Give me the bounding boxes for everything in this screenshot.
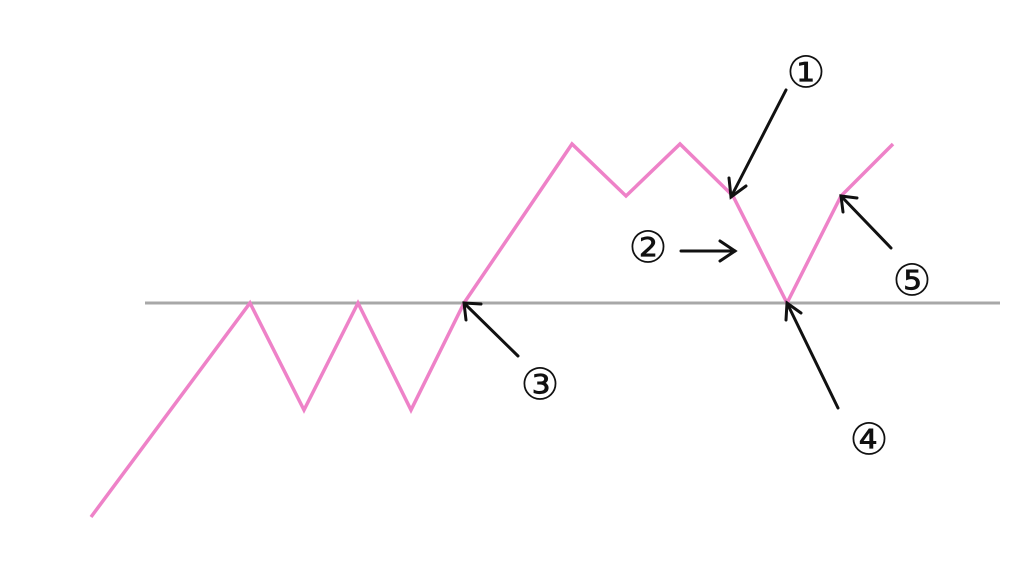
marker-label-1: ① [786,48,825,99]
arrow-5 [839,194,893,250]
marker-label-4: ④ [849,415,888,466]
arrow-2 [679,239,738,263]
marker-label-5: ⑤ [892,256,931,307]
arrow-4 [784,300,840,410]
marker-label-2: ② [628,223,667,274]
arrow-1 [727,88,788,200]
marker-label-3: ③ [520,360,559,411]
arrow-3 [462,301,520,358]
